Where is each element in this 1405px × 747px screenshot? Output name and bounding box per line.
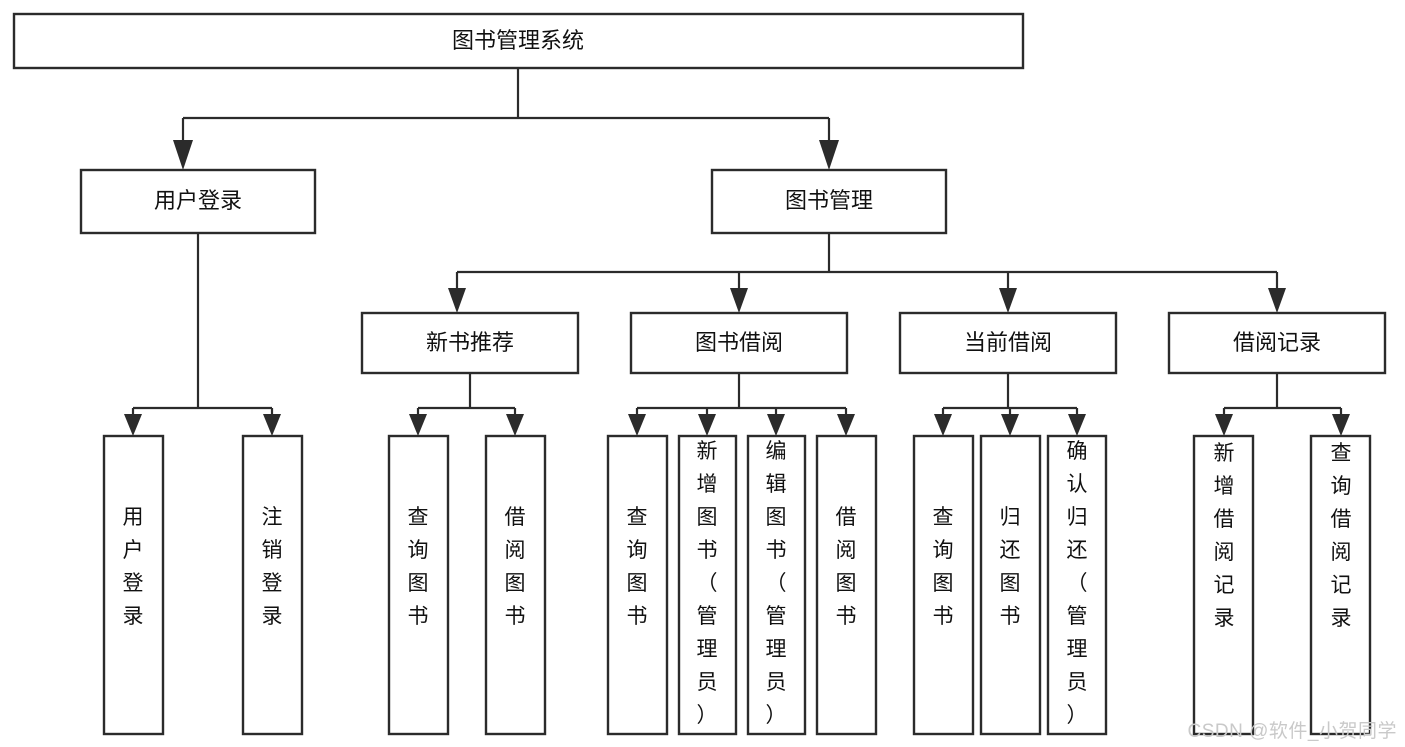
leaf-confirm-return-label: 确认归还（管理员） (1067, 440, 1088, 727)
leaf-add-book-box[interactable] (677, 434, 738, 736)
leaf-node-return-book[interactable]: 归还图书 (979, 434, 1042, 736)
csdn-watermark: CSDN @软件_小贺同学 (1187, 721, 1397, 742)
node-new-book-recommend-label: 新书推荐 (426, 330, 514, 355)
arrowhead-leaf-confirm-return (1068, 414, 1086, 436)
node-root-box[interactable] (12, 12, 1025, 70)
arrowhead-leaf-query-book-3 (934, 414, 952, 436)
leaf-borrow-book-2-label: 借阅图书 (836, 506, 857, 628)
leaf-node-confirm-return[interactable]: 确认归还（管理员） (1046, 434, 1108, 736)
arrowhead-leaf-query-borrow-record (1332, 414, 1350, 436)
leaf-node-query-book-2[interactable]: 查询图书 (606, 434, 669, 736)
leaf-query-book-1-box[interactable] (387, 434, 450, 736)
node-new-book-recommend[interactable]: 新书推荐 (360, 311, 580, 375)
leaf-edit-book-label: 编辑图书（管理员） (766, 440, 787, 727)
arrowhead-current-borrow (999, 288, 1017, 313)
connectors-user-login-to-leaves (124, 233, 281, 436)
leaf-add-book-label: 新增图书（管理员） (697, 440, 718, 727)
leaf-node-edit-book[interactable]: 编辑图书（管理员） (746, 434, 807, 736)
leaf-node-add-borrow-record[interactable]: 新增借阅记录 (1192, 434, 1255, 736)
node-book-management-label: 图书管理 (785, 188, 873, 213)
arrowhead-leaf-return-book (1001, 414, 1019, 436)
leaf-logout-login-label: 注销登录 (262, 506, 283, 628)
arrowhead-user-login (173, 140, 193, 170)
node-book-borrow-box[interactable] (629, 311, 849, 375)
node-borrow-record[interactable]: 借阅记录 (1167, 311, 1387, 375)
leaf-node-user-login[interactable]: 用户登录 (102, 434, 165, 736)
leaf-return-book-box[interactable] (979, 434, 1042, 736)
leaf-node-query-borrow-record[interactable]: 查询借阅记录 (1309, 434, 1372, 736)
leaf-node-logout-login[interactable]: 注销登录 (241, 434, 304, 736)
node-borrow-record-label: 借阅记录 (1233, 330, 1321, 355)
leaf-node-borrow-book-2[interactable]: 借阅图书 (815, 434, 878, 736)
connectors-root-to-level2 (173, 68, 839, 170)
arrowhead-leaf-user-login (124, 414, 142, 436)
leaf-query-borrow-record-box[interactable] (1309, 434, 1372, 736)
leaf-borrow-book-1-label: 借阅图书 (505, 506, 526, 628)
connectors-book-borrow-to-leaves (628, 373, 855, 436)
leaf-user-login-box[interactable] (102, 434, 165, 736)
connectors-current-borrow-to-leaves (934, 373, 1086, 436)
node-user-login-label: 用户登录 (154, 188, 242, 213)
arrowhead-book-borrow (730, 288, 748, 313)
node-book-borrow-label: 图书借阅 (695, 330, 783, 355)
arrowhead-leaf-borrow-book-1 (506, 414, 524, 436)
connectors-book-management-to-level3 (448, 233, 1286, 313)
leaf-query-book-3-label: 查询图书 (933, 506, 954, 628)
node-root[interactable]: 图书管理系统 (12, 12, 1025, 70)
leaf-node-add-book[interactable]: 新增图书（管理员） (677, 434, 738, 736)
leaf-confirm-return-box[interactable] (1046, 434, 1108, 736)
leaf-user-login-label: 用户登录 (123, 506, 144, 628)
arrowhead-book-management (819, 140, 839, 170)
leaf-query-book-2-box[interactable] (606, 434, 669, 736)
leaf-edit-book-box[interactable] (746, 434, 807, 736)
node-user-login-box[interactable] (79, 168, 317, 235)
leaf-query-borrow-record-label: 查询借阅记录 (1331, 442, 1352, 630)
leaf-node-query-book-3[interactable]: 查询图书 (912, 434, 975, 736)
leaf-query-book-1-label: 查询图书 (408, 506, 429, 628)
arrowhead-leaf-query-book-2 (628, 414, 646, 436)
node-book-management[interactable]: 图书管理 (710, 168, 948, 235)
leaf-query-book-3-box[interactable] (912, 434, 975, 736)
leaf-node-borrow-book-1[interactable]: 借阅图书 (484, 434, 547, 736)
node-borrow-record-box[interactable] (1167, 311, 1387, 375)
leaf-return-book-label: 归还图书 (1000, 506, 1021, 628)
connectors-borrow-record-to-leaves (1215, 373, 1350, 436)
node-current-borrow[interactable]: 当前借阅 (898, 311, 1118, 375)
leaf-add-borrow-record-label: 新增借阅记录 (1214, 442, 1235, 630)
node-root-label: 图书管理系统 (452, 28, 584, 53)
node-book-management-box[interactable] (710, 168, 948, 235)
arrowhead-leaf-logout-login (263, 414, 281, 436)
leaf-node-query-book-1[interactable]: 查询图书 (387, 434, 450, 736)
arrowhead-leaf-edit-book (767, 414, 785, 436)
leaf-query-book-2-label: 查询图书 (627, 506, 648, 628)
leaf-logout-login-box[interactable] (241, 434, 304, 736)
arrowhead-new-book-recommend (448, 288, 466, 313)
node-user-login[interactable]: 用户登录 (79, 168, 317, 235)
arrowhead-leaf-add-borrow-record (1215, 414, 1233, 436)
leaf-add-borrow-record-box[interactable] (1192, 434, 1255, 736)
arrowhead-leaf-add-book (698, 414, 716, 436)
connectors-new-book-to-leaves (409, 373, 524, 436)
arrowhead-leaf-query-book-1 (409, 414, 427, 436)
node-current-borrow-box[interactable] (898, 311, 1118, 375)
node-book-borrow[interactable]: 图书借阅 (629, 311, 849, 375)
leaf-borrow-book-1-box[interactable] (484, 434, 547, 736)
node-current-borrow-label: 当前借阅 (964, 330, 1052, 355)
node-new-book-recommend-box[interactable] (360, 311, 580, 375)
arrowhead-leaf-borrow-book-2 (837, 414, 855, 436)
arrowhead-borrow-record (1268, 288, 1286, 313)
leaf-borrow-book-2-box[interactable] (815, 434, 878, 736)
